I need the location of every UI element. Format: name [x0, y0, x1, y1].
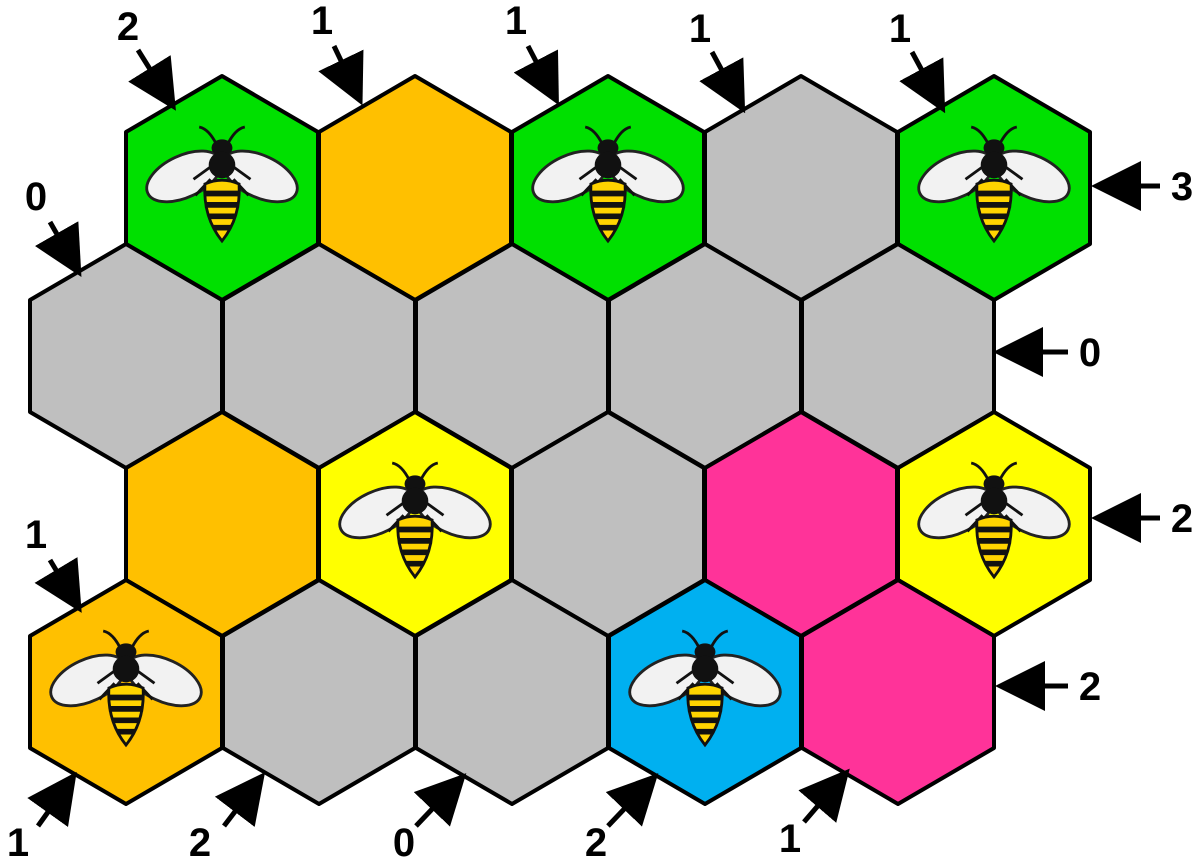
hex-grid	[30, 76, 1090, 804]
clue-number: 1	[311, 0, 333, 43]
clue-arrow	[528, 46, 552, 92]
clue-number: 1	[25, 513, 47, 557]
clue-number: 1	[889, 7, 911, 51]
clue-number: 1	[7, 821, 29, 864]
clue-number: 0	[1079, 331, 1101, 375]
clue-number: 2	[1171, 497, 1193, 541]
clue-number: 1	[505, 0, 527, 43]
clue-arrow	[50, 222, 74, 264]
clue-number: 1	[689, 7, 711, 51]
clue-number: 0	[393, 821, 415, 864]
clue-arrow	[712, 52, 738, 100]
clue-arrow	[804, 780, 840, 822]
clue-arrow	[334, 46, 356, 92]
clue-arrow	[38, 784, 68, 826]
clue-arrow	[50, 560, 74, 600]
clue-arrow	[608, 784, 648, 826]
clue-arrow	[416, 784, 456, 826]
clue-arrow	[138, 50, 168, 98]
clue-number: 0	[25, 175, 47, 219]
clue-number: 2	[189, 821, 211, 864]
clue-arrow	[912, 52, 938, 100]
clue-number: 2	[585, 821, 607, 864]
clue-number: 1	[779, 817, 801, 861]
clue-number: 2	[1079, 665, 1101, 709]
clue-number: 3	[1171, 165, 1193, 209]
clue-arrow	[224, 784, 256, 826]
clue-number: 2	[117, 5, 139, 49]
